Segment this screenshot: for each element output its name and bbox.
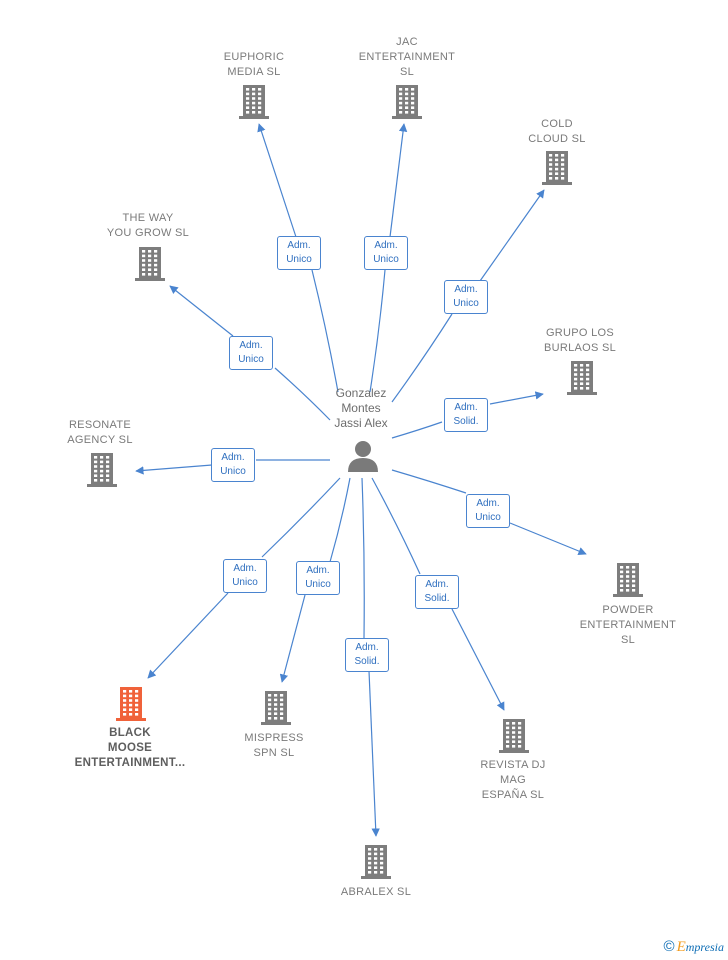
edge-theway-tail (274, 367, 331, 421)
company-label-mispress[interactable]: MISPRESS SPN SL (244, 732, 304, 759)
building-icon[interactable] (541, 151, 573, 190)
person-icon (346, 440, 380, 477)
edge-mispress-arrow (279, 594, 306, 683)
edge-abralex-arrow (368, 670, 380, 837)
building-icon[interactable] (612, 563, 644, 602)
role-badge-jac: Adm. Unico (364, 236, 408, 270)
edge-theway-arrow (169, 285, 234, 337)
role-badge-abralex: Adm. Solid. (345, 638, 389, 672)
edge-revista-tail (371, 477, 421, 575)
edge-black-tail (261, 477, 341, 558)
footer-brand: ©Empresia (664, 938, 724, 956)
building-icon[interactable] (360, 845, 392, 884)
edge-cold-arrow (479, 189, 545, 282)
company-label-cold[interactable]: COLD CLOUD SL (528, 118, 586, 145)
role-badge-euphoric: Adm. Unico (277, 236, 321, 270)
building-icon[interactable] (498, 719, 530, 758)
company-label-black[interactable]: BLACK MOOSE ENTERTAINMENT... (74, 727, 186, 769)
role-badge-black: Adm. Unico (223, 559, 267, 593)
company-label-revista[interactable]: REVISTA DJ MAG ESPAÑA SL (480, 759, 546, 801)
edge-mispress-tail (329, 477, 351, 563)
edge-grupo-tail (391, 421, 443, 439)
brand-name: mpresia (685, 940, 724, 954)
company-label-powder[interactable]: POWDER ENTERTAINMENT SL (579, 604, 677, 646)
edge-jac-tail (369, 269, 386, 393)
building-icon[interactable] (566, 361, 598, 400)
building-icon[interactable] (115, 687, 147, 726)
edge-powder-tail (391, 469, 467, 494)
copyright-symbol: © (663, 938, 675, 955)
building-icon[interactable] (391, 85, 423, 124)
role-badge-resonate: Adm. Unico (211, 448, 255, 482)
edge-resonate-arrow (135, 464, 213, 475)
edge-jac-arrow (389, 123, 408, 238)
role-badge-theway: Adm. Unico (229, 336, 273, 370)
company-label-grupo[interactable]: GRUPO LOS BURLAOS SL (543, 327, 617, 354)
edge-powder-arrow (509, 522, 587, 556)
brand-initial: E (676, 939, 686, 955)
edge-euphoric-tail (311, 269, 339, 393)
company-label-resonate[interactable]: RESONATE AGENCY SL (67, 419, 133, 446)
role-badge-powder: Adm. Unico (466, 494, 510, 528)
edge-grupo-arrow (489, 391, 544, 405)
edge-euphoric-arrow (257, 123, 297, 238)
company-label-abralex[interactable]: ABRALEX SL (340, 886, 412, 898)
edge-revista-arrow (451, 608, 505, 711)
edge-cold-tail (391, 313, 453, 403)
edge-black-arrow (147, 592, 229, 679)
building-icon[interactable] (86, 453, 118, 492)
role-badge-grupo: Adm. Solid. (444, 398, 488, 432)
building-icon[interactable] (260, 691, 292, 730)
company-label-jac[interactable]: JAC ENTERTAINMENT SL (358, 36, 456, 78)
role-badge-mispress: Adm. Unico (296, 561, 340, 595)
company-label-theway[interactable]: THE WAY YOU GROW SL (106, 212, 190, 239)
role-badge-revista: Adm. Solid. (415, 575, 459, 609)
role-badge-cold: Adm. Unico (444, 280, 488, 314)
edge-abralex-tail (361, 477, 365, 639)
building-icon[interactable] (238, 85, 270, 124)
building-icon[interactable] (134, 247, 166, 286)
person-name[interactable]: Gonzalez Montes Jassi Alex (334, 386, 388, 430)
company-label-euphoric[interactable]: EUPHORIC MEDIA SL (223, 51, 285, 78)
